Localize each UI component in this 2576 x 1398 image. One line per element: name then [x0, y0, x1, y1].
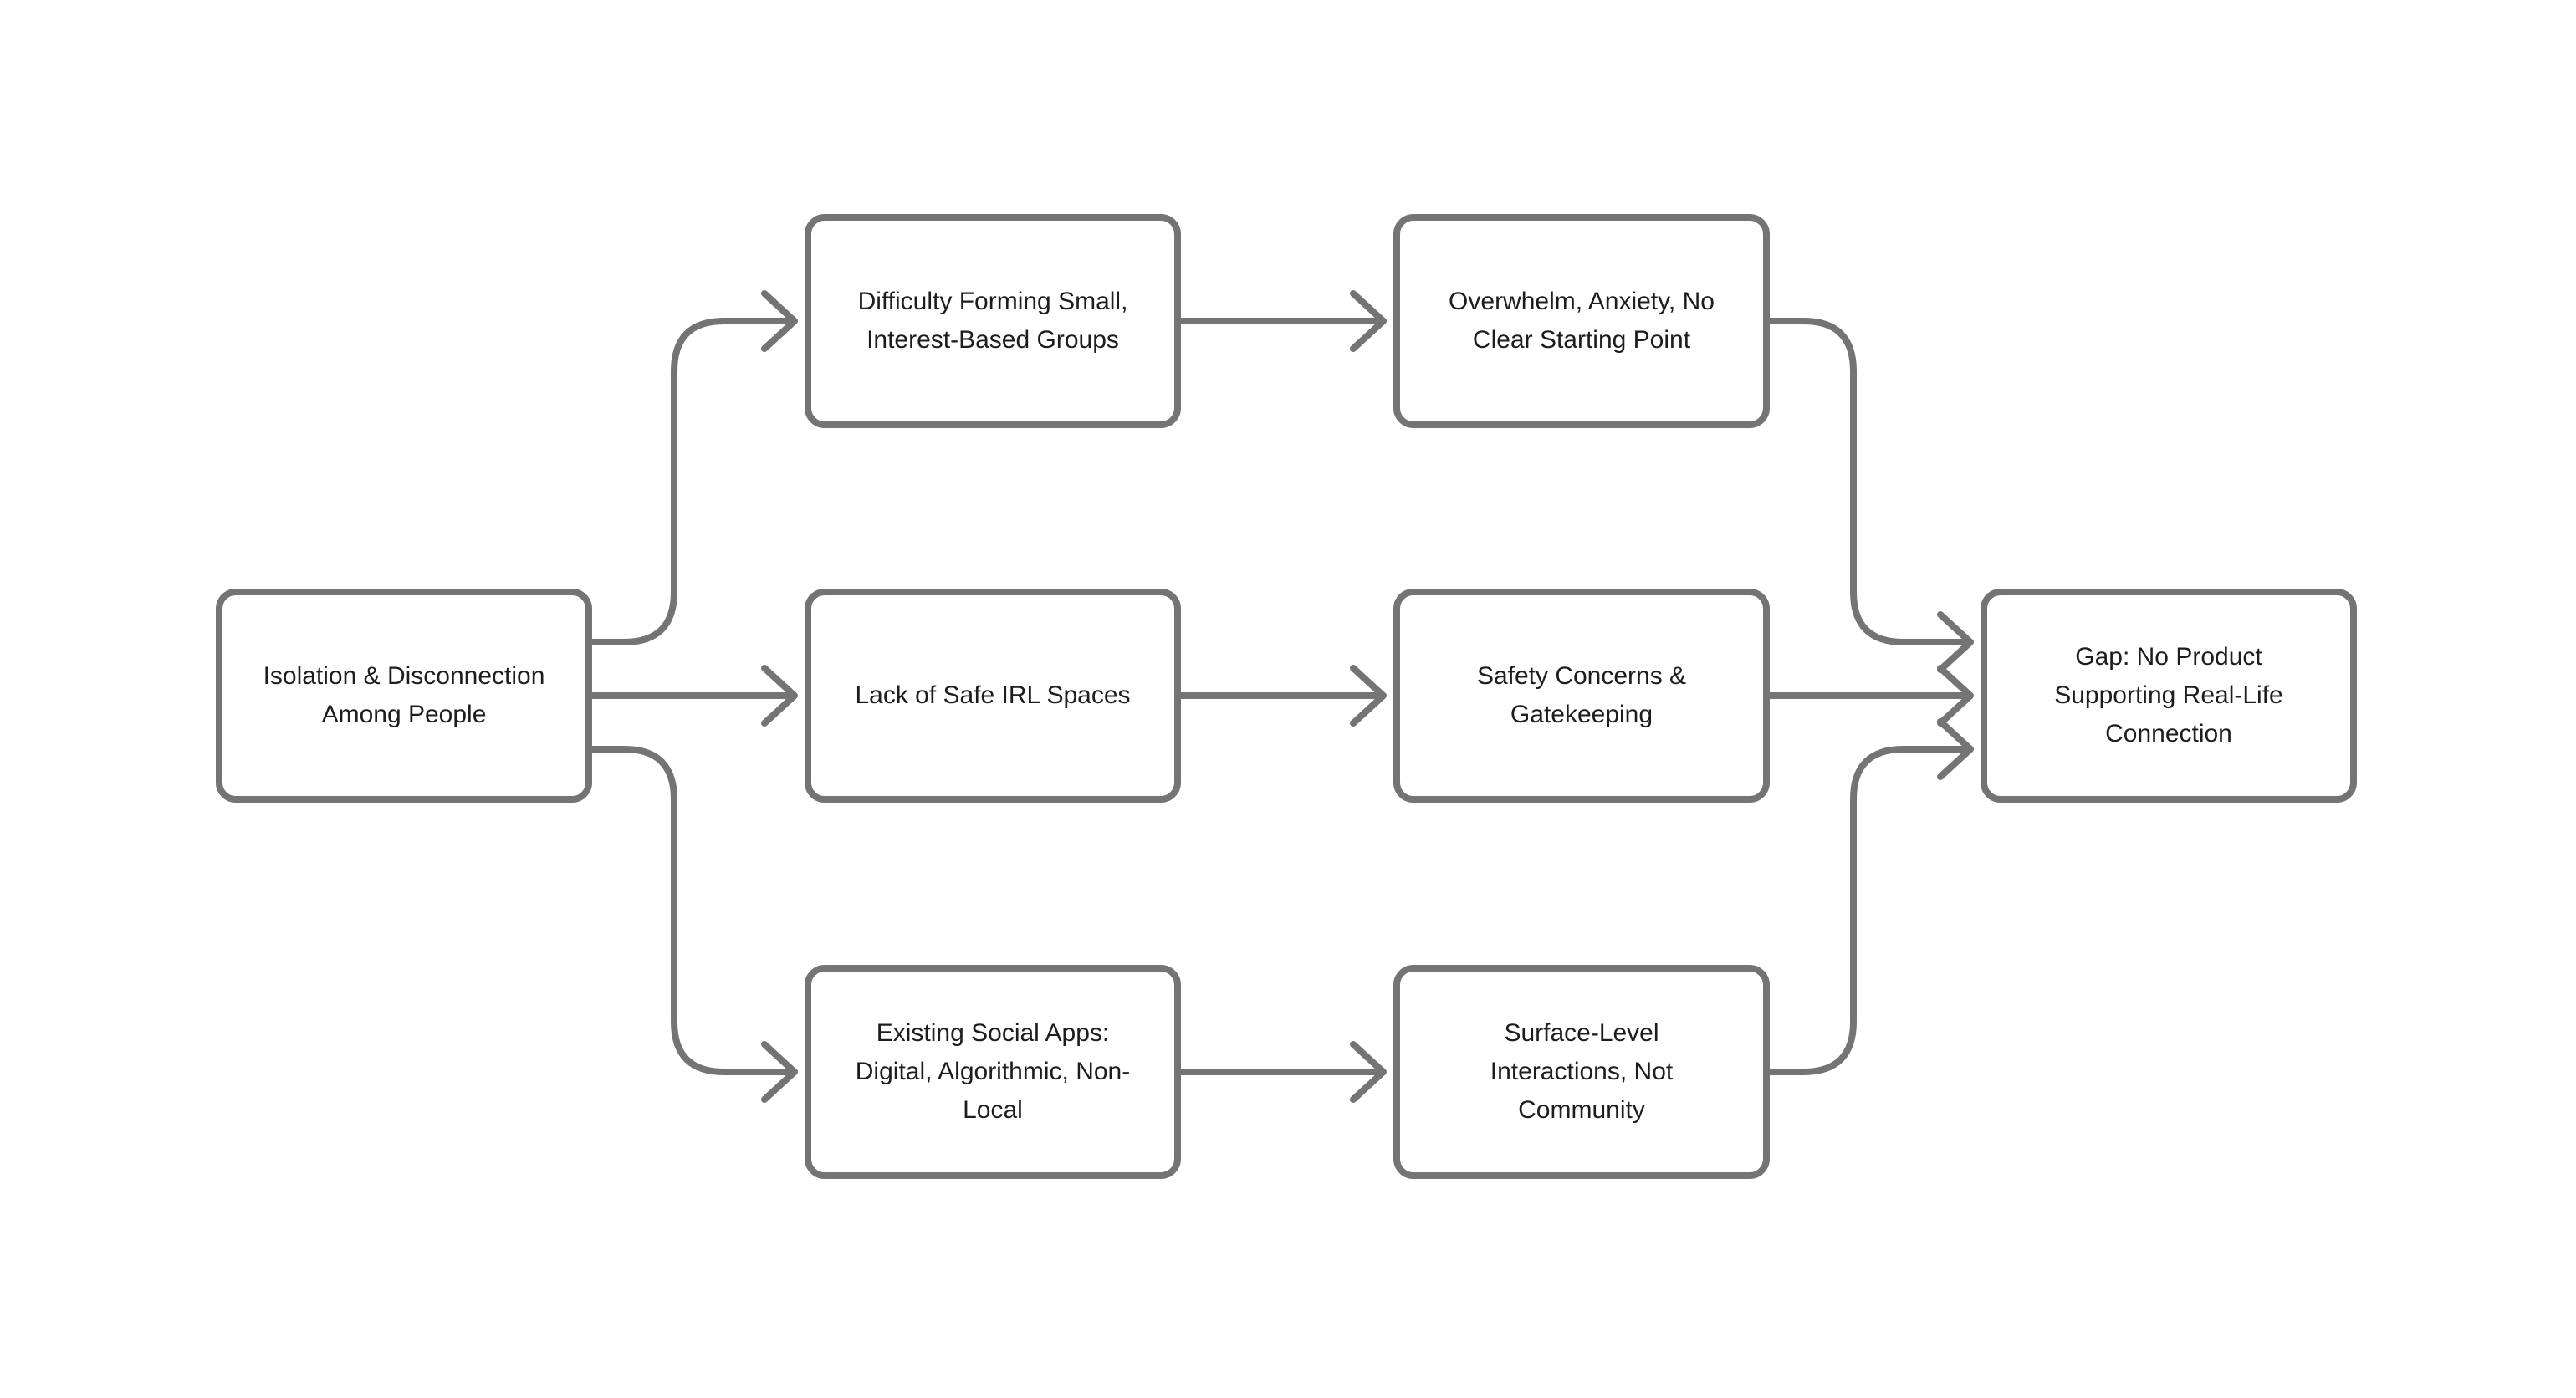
edge-lack-irl-spaces-to-safety-gatekeeping [1178, 665, 1387, 727]
edge-safety-gatekeeping-to-gap [1763, 665, 1974, 727]
node-safety-concerns-gatekeeping-label: Safety Concerns & Gatekeeping [1476, 662, 1687, 728]
node-existing-social-apps[interactable]: Existing Social Apps: Digital, Algorithm… [805, 965, 1181, 1179]
node-gap-no-product[interactable]: Gap: No Product Supporting Real-Life Con… [1981, 589, 2357, 803]
edge-overwhelm-to-gap [1763, 318, 1974, 673]
node-surface-level-interactions-label: Surface-Level Interactions, Not Communit… [1490, 1019, 1674, 1124]
node-overwhelm-anxiety[interactable]: Overwhelm, Anxiety, No Clear Starting Po… [1393, 214, 1770, 428]
node-difficulty-forming-groups[interactable]: Difficulty Forming Small, Interest-Based… [805, 214, 1181, 428]
node-surface-level-interactions[interactable]: Surface-Level Interactions, Not Communit… [1393, 965, 1770, 1179]
edge-isolation-to-difficulty-groups [586, 290, 798, 645]
edge-isolation-to-lack-irl-spaces [586, 665, 798, 727]
node-overwhelm-anxiety-label: Overwhelm, Anxiety, No Clear Starting Po… [1449, 288, 1715, 354]
node-isolation-disconnection[interactable]: Isolation & Disconnection Among People [216, 589, 592, 803]
edge-existing-apps-to-surface-level [1178, 1041, 1387, 1103]
node-existing-social-apps-label: Existing Social Apps: Digital, Algorithm… [855, 1019, 1131, 1124]
node-difficulty-forming-groups-label: Difficulty Forming Small, Interest-Based… [857, 288, 1128, 354]
edge-surface-level-to-gap [1763, 718, 1974, 1075]
node-gap-no-product-label: Gap: No Product Supporting Real-Life Con… [2054, 643, 2283, 747]
node-lack-safe-irl-spaces[interactable]: Lack of Safe IRL Spaces [805, 589, 1181, 803]
edge-isolation-to-existing-apps [586, 746, 798, 1103]
node-lack-safe-irl-spaces-label: Lack of Safe IRL Spaces [855, 681, 1131, 709]
node-safety-concerns-gatekeeping[interactable]: Safety Concerns & Gatekeeping [1393, 589, 1770, 803]
edge-difficulty-groups-to-overwhelm [1178, 290, 1387, 352]
node-isolation-disconnection-label: Isolation & Disconnection Among People [263, 662, 545, 728]
